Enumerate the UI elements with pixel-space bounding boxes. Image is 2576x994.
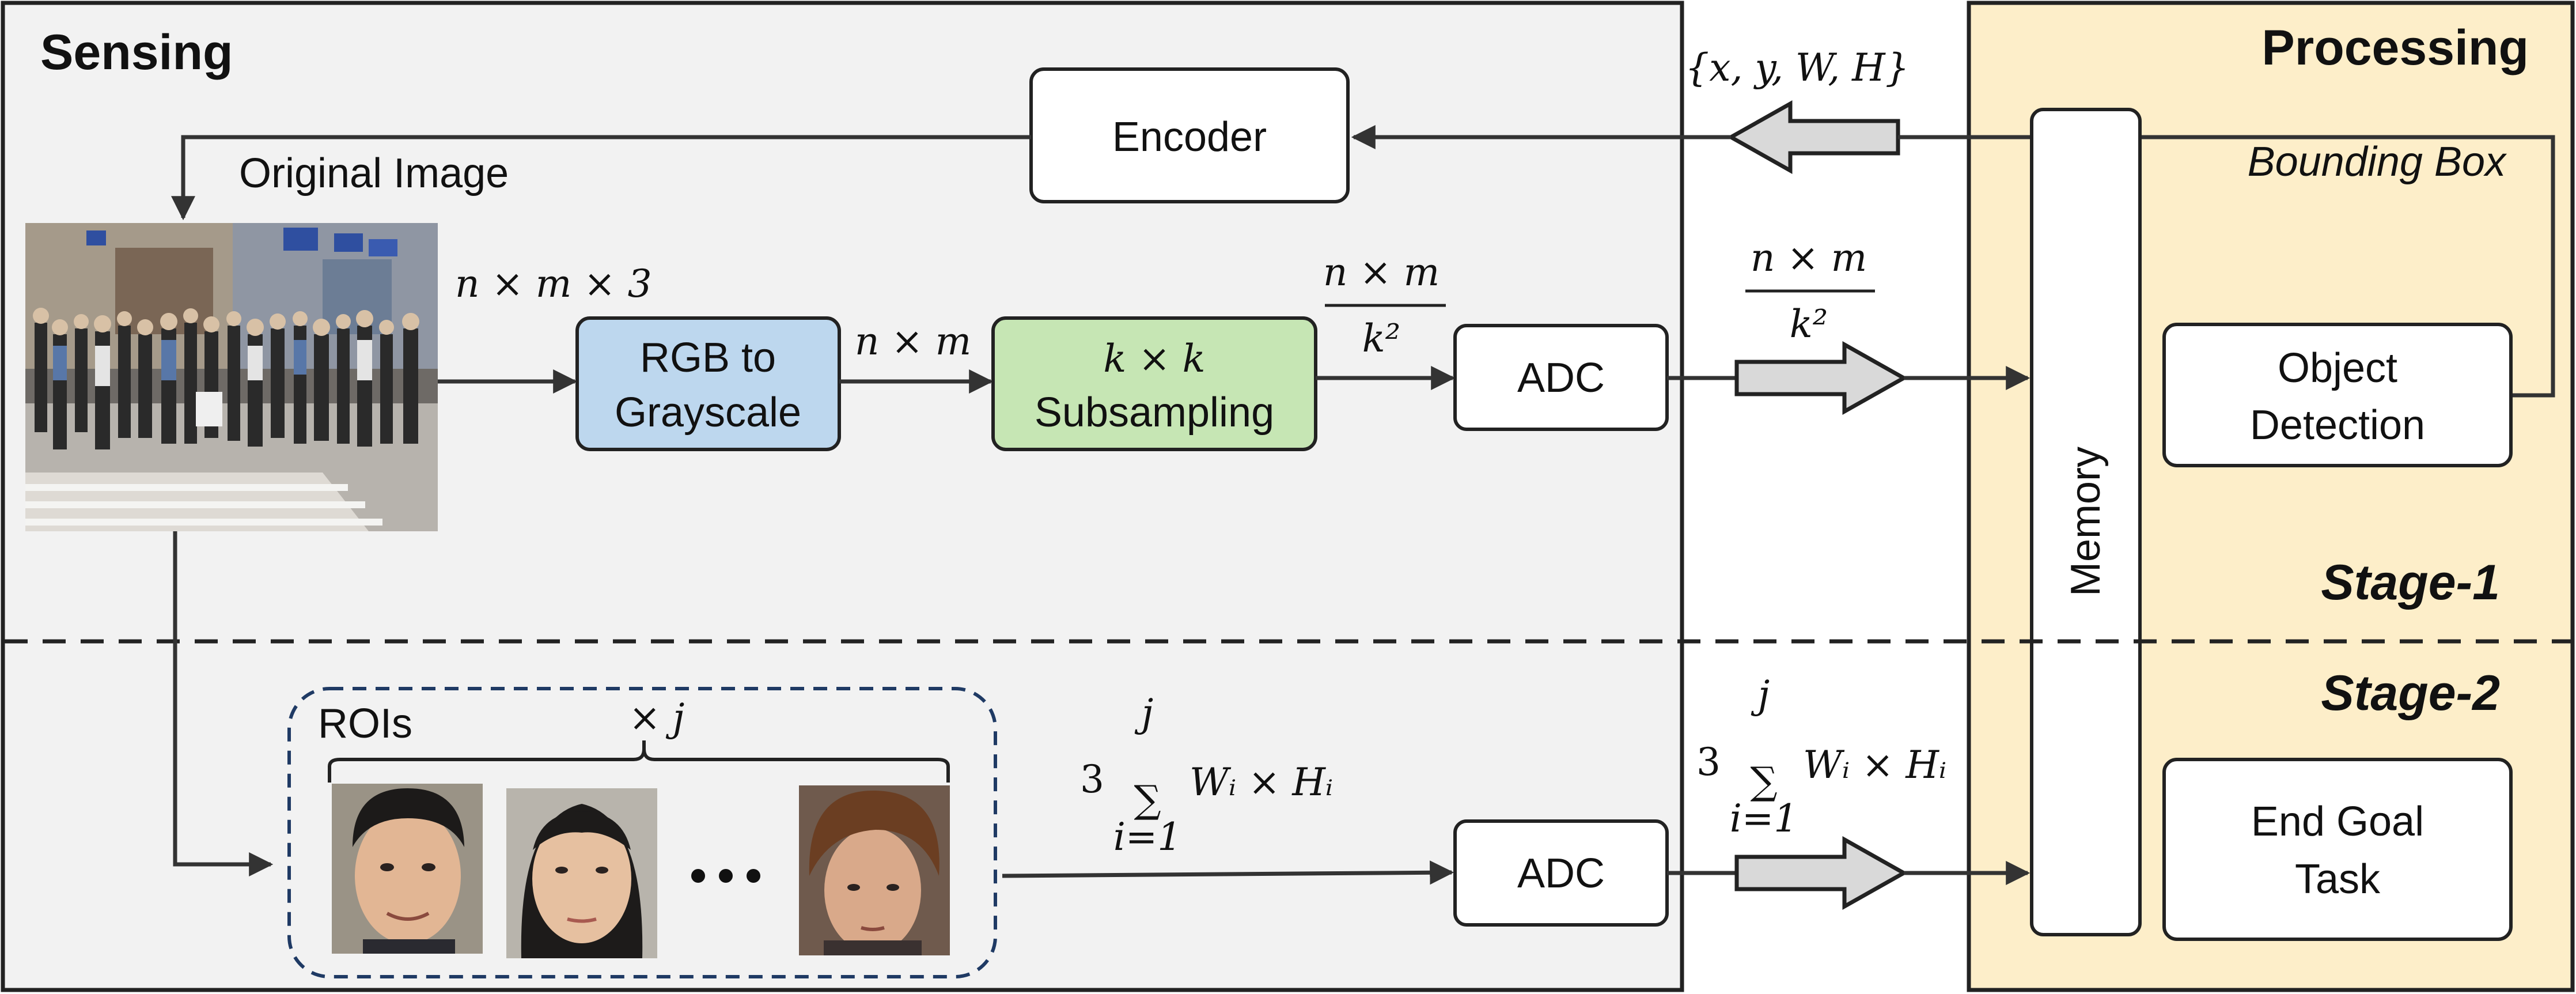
stage1-label: Stage-1 <box>2321 555 2500 610</box>
rgb-label-line2: Grayscale <box>615 390 801 436</box>
rois-group <box>287 687 997 978</box>
stage2-label: Stage-2 <box>2321 666 2500 721</box>
sum-bottom-out: i=1 <box>1730 796 1798 841</box>
bounding-box-label: Bounding Box <box>2248 139 2507 185</box>
wide-arrow-stage2 <box>1734 836 1908 910</box>
encoder-label: Encoder <box>1112 114 1267 160</box>
roi-ellipsis-dot-1 <box>691 869 705 883</box>
sum-symbol-out: ∑ <box>1750 759 1777 803</box>
sum-bottom: i=1 <box>1113 815 1181 859</box>
adc-stage2-label: ADC <box>1517 851 1605 897</box>
arrow-encoder-to-image <box>171 135 1031 221</box>
processing-title: Processing <box>2261 20 2529 75</box>
bbox-params-label: {x, y, W, H} <box>1685 46 1909 90</box>
arrow-image-to-rois <box>173 531 274 876</box>
arrow-rois-to-adc2 <box>1002 860 1454 885</box>
object-detection-line1: Object <box>2278 345 2397 391</box>
roi-ellipsis-dot-3 <box>747 869 760 883</box>
sum-term-out: Wᵢ × Hᵢ <box>1803 743 1946 787</box>
frac-num-label: n × m <box>1323 250 1439 294</box>
end-goal-line1: End Goal <box>2251 799 2424 845</box>
object-detection-line2: Detection <box>2250 402 2425 448</box>
sum-term: Wᵢ × Hᵢ <box>1189 760 1333 804</box>
dims-gray-label: n × m <box>855 319 971 364</box>
sum-coef: 3 <box>1080 757 1104 802</box>
frac-den-label: k² <box>1362 316 1400 361</box>
times-j-label: × j <box>629 696 685 740</box>
wide-arrow-stage1 <box>1734 341 1908 415</box>
subsampling-block <box>991 316 1317 451</box>
od-return-line <box>2142 135 2555 398</box>
original-image-label: Original Image <box>239 150 509 196</box>
subsampling-label-line1: k × k <box>1103 337 1205 381</box>
sum-symbol: ∑ <box>1134 777 1161 822</box>
bbox-wide-arrow <box>1726 100 1900 174</box>
original-image <box>25 223 438 531</box>
memory-block <box>2030 108 2142 936</box>
end-goal-line2: Task <box>2295 856 2381 902</box>
object-detection-block <box>2162 323 2513 467</box>
rgb-to-grayscale-block <box>575 316 841 451</box>
adc-stage1-label: ADC <box>1517 355 1605 401</box>
rgb-label-line1: RGB to <box>640 335 776 381</box>
roi-ellipsis-dot-2 <box>719 869 733 883</box>
dims-rgb-label: n × m × 3 <box>455 262 652 306</box>
roi-face-2 <box>506 788 657 958</box>
memory-label: Memory <box>2063 447 2109 596</box>
sum-coef-out: 3 <box>1696 740 1721 784</box>
roi-face-1 <box>332 784 483 954</box>
rois-brace <box>328 740 950 783</box>
sum-top-out: j <box>1751 672 1770 717</box>
sensing-title: Sensing <box>40 25 233 80</box>
rois-label: ROIs <box>318 701 412 747</box>
frac-den-out-label: k² <box>1790 302 1828 346</box>
roi-face-j <box>799 785 950 955</box>
subsampling-label-line2: Subsampling <box>1035 390 1274 436</box>
frac-num-out-label: n × m <box>1751 236 1867 280</box>
end-goal-task-block <box>2162 758 2513 941</box>
